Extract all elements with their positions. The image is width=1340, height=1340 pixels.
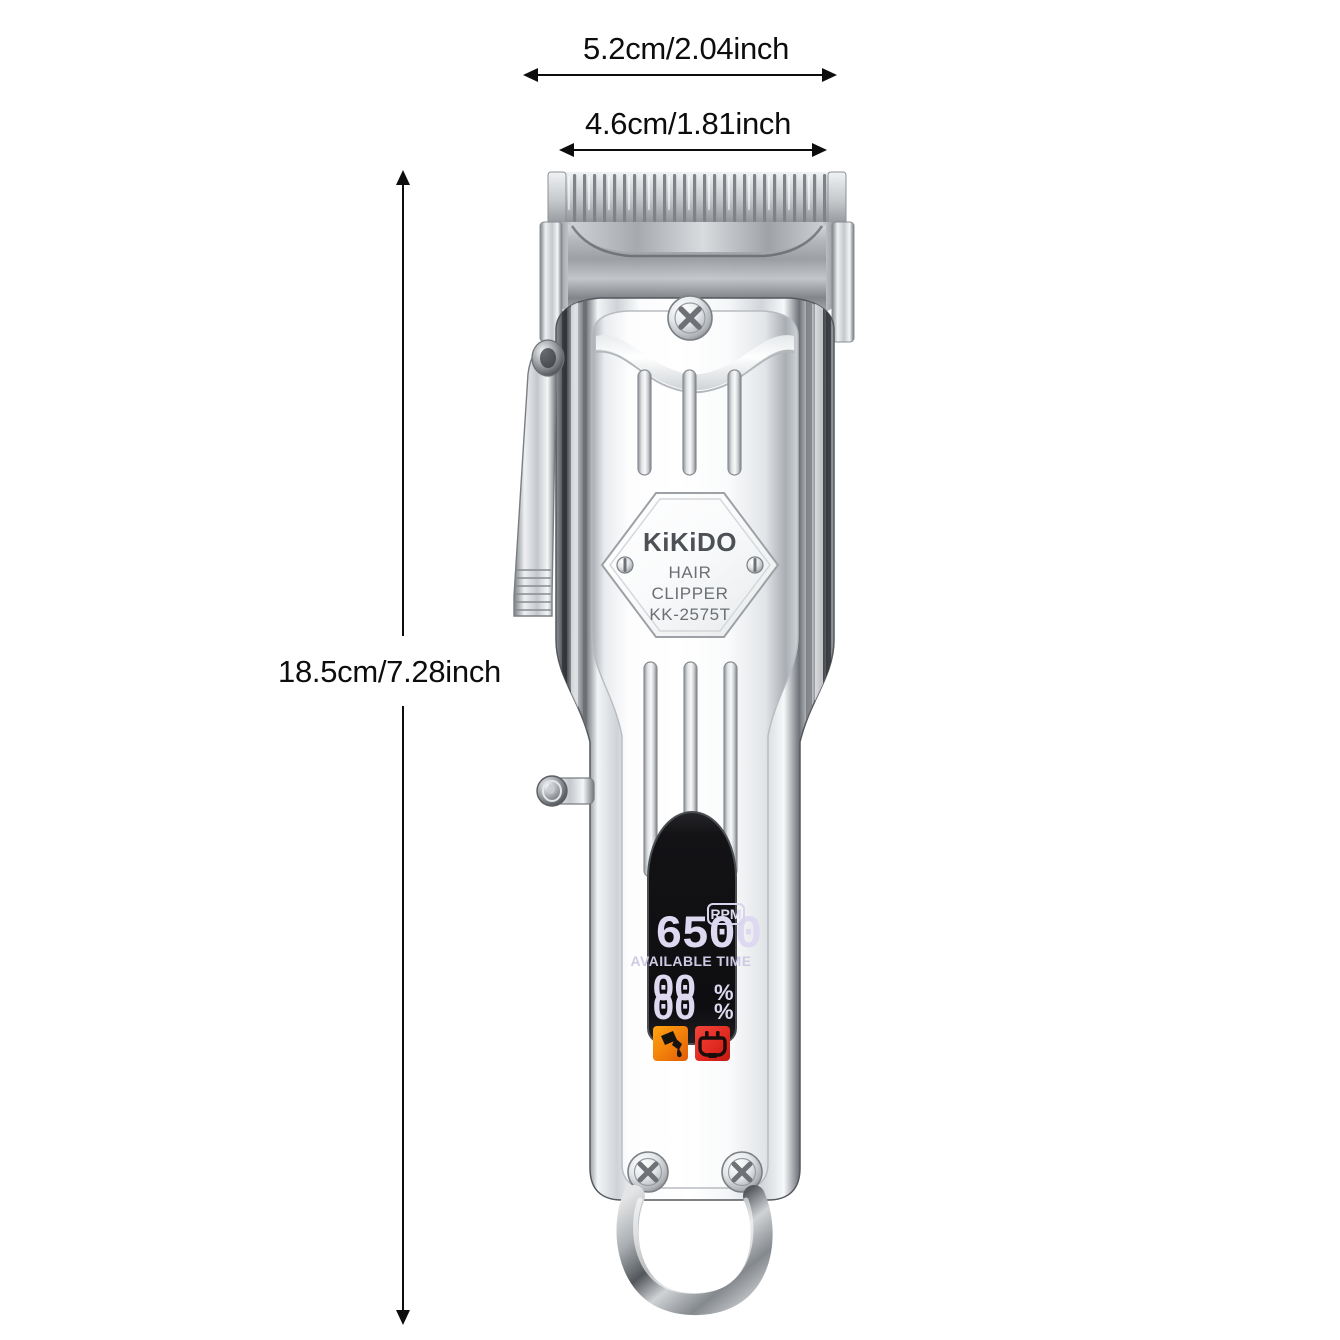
hanging-ring — [616, 1185, 773, 1316]
clipper-body: KiKiDO HAIR CLIPPER KK-2575T — [555, 295, 835, 1201]
power-plug-icon — [695, 1026, 730, 1061]
blade-comb-teeth — [547, 171, 847, 229]
lcd-percent-rows: 00 % 00 % — [652, 969, 734, 1031]
upper-vent-slots — [637, 369, 742, 476]
badge-screw-right — [746, 556, 764, 574]
lcd-display: 6500 RPM AVAILABLE TIME 00 % 00 % — [631, 811, 762, 1061]
badge-line1-text: HAIR — [668, 563, 711, 582]
side-button — [536, 775, 595, 807]
lcd-percent-unit: % — [714, 980, 734, 1005]
badge-line2-text: CLIPPER — [652, 584, 729, 603]
overall-height-arrow-upper — [396, 170, 410, 642]
blade-width-label: 4.6cm/1.81inch — [585, 106, 792, 141]
lever-grip-ridges — [515, 569, 551, 611]
badge-brand-text: KiKiDO — [643, 527, 737, 557]
overall-height-label: 18.5cm/7.28inch — [278, 654, 501, 689]
brand-badge: KiKiDO HAIR CLIPPER KK-2575T — [600, 492, 780, 638]
bottom-screw-right — [721, 1151, 763, 1193]
blade-width-arrow — [559, 143, 827, 157]
lcd-rpm-row: 6500 RPM — [655, 903, 762, 961]
bottom-screw-left — [627, 1151, 669, 1193]
oil-lubrication-icon — [653, 1026, 688, 1061]
lcd-percent-value: 00 — [652, 969, 696, 1012]
badge-model-text: KK-2575T — [649, 605, 730, 624]
overall-width-label: 5.2cm/2.04inch — [583, 31, 790, 66]
badge-screw-left — [616, 556, 634, 574]
taper-lever — [513, 339, 565, 617]
lcd-percent-unit-secondary: % — [714, 999, 734, 1024]
lcd-percent-value-secondary: 00 — [652, 988, 696, 1031]
overall-height-arrow-lower — [396, 700, 410, 1325]
blade-body — [539, 221, 855, 343]
overall-width-arrow — [523, 68, 837, 82]
lcd-rpm-unit-text: RPM — [710, 906, 741, 922]
top-screw — [667, 295, 713, 341]
lever-pivot — [531, 339, 565, 377]
lcd-available-time-label: AVAILABLE TIME — [631, 953, 752, 969]
blade-assembly — [539, 171, 855, 343]
